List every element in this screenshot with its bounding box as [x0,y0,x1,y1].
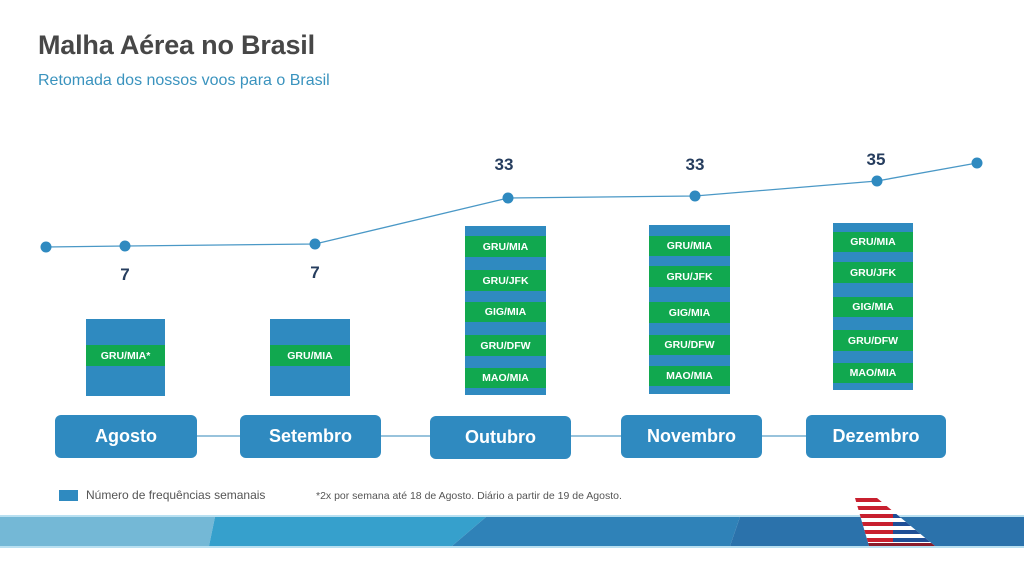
route-label: GIG/MIA [465,302,546,322]
trend-point-setembro [309,238,321,250]
page-title: Malha Aérea no Brasil [38,30,315,60]
trend-point-end [971,157,983,169]
route-bar-dezembro: GRU/MIA GRU/JFK GIG/MIA GRU/DFW MAO/MIA [833,223,913,390]
frequency-value-outubro: 33 [494,155,514,174]
airline-tail-logo-icon [855,498,935,546]
trend-point [40,241,52,253]
route-label: GRU/MIA [833,232,913,252]
route-label: GRU/JFK [833,262,913,283]
route-label: GRU/JFK [465,270,546,291]
frequency-value-dezembro: 35 [866,150,886,169]
footnote: *2x por semana até 18 de Agosto. Diário … [316,490,622,502]
route-label: MAO/MIA [465,368,546,388]
route-label: MAO/MIA [649,366,730,386]
month-box-outubro: Outubro [430,416,571,459]
route-label: GRU/JFK [649,266,730,287]
route-label: MAO/MIA [833,363,913,383]
route-bar-outubro: GRU/MIA GRU/JFK GIG/MIA GRU/DFW MAO/MIA [465,226,546,395]
route-label: GIG/MIA [649,302,730,323]
month-box-novembro: Novembro [621,415,762,458]
legend-label: Número de frequências semanais [86,488,266,502]
route-label: GIG/MIA [833,297,913,317]
trend-point-agosto [119,240,131,252]
route-label: GRU/MIA [270,345,350,366]
route-label: GRU/MIA [649,236,730,256]
chart-legend: Número de frequências semanais [59,488,265,502]
route-bar-setembro: GRU/MIA [270,319,350,396]
trend-point-novembro [689,190,701,202]
frequency-value-novembro: 33 [685,155,705,174]
route-label: GRU/MIA [465,236,546,257]
route-label: GRU/DFW [649,335,730,355]
trend-point-outubro [502,192,514,204]
route-label: GRU/MIA* [86,345,165,366]
route-label: GRU/DFW [465,335,546,356]
route-bar-agosto: GRU/MIA* [86,319,165,396]
route-label: GRU/DFW [833,330,913,351]
footer-band [0,515,1024,548]
route-bar-novembro: GRU/MIA GRU/JFK GIG/MIA GRU/DFW MAO/MIA [649,225,730,394]
month-box-setembro: Setembro [240,415,381,458]
legend-swatch [59,489,78,501]
month-box-dezembro: Dezembro [806,415,946,458]
frequency-value-setembro: 7 [310,263,320,282]
trend-point-dezembro [871,175,883,187]
month-box-agosto: Agosto [55,415,197,458]
frequency-value-agosto: 7 [120,265,130,284]
page-subtitle: Retomada dos nossos voos para o Brasil [38,72,330,89]
